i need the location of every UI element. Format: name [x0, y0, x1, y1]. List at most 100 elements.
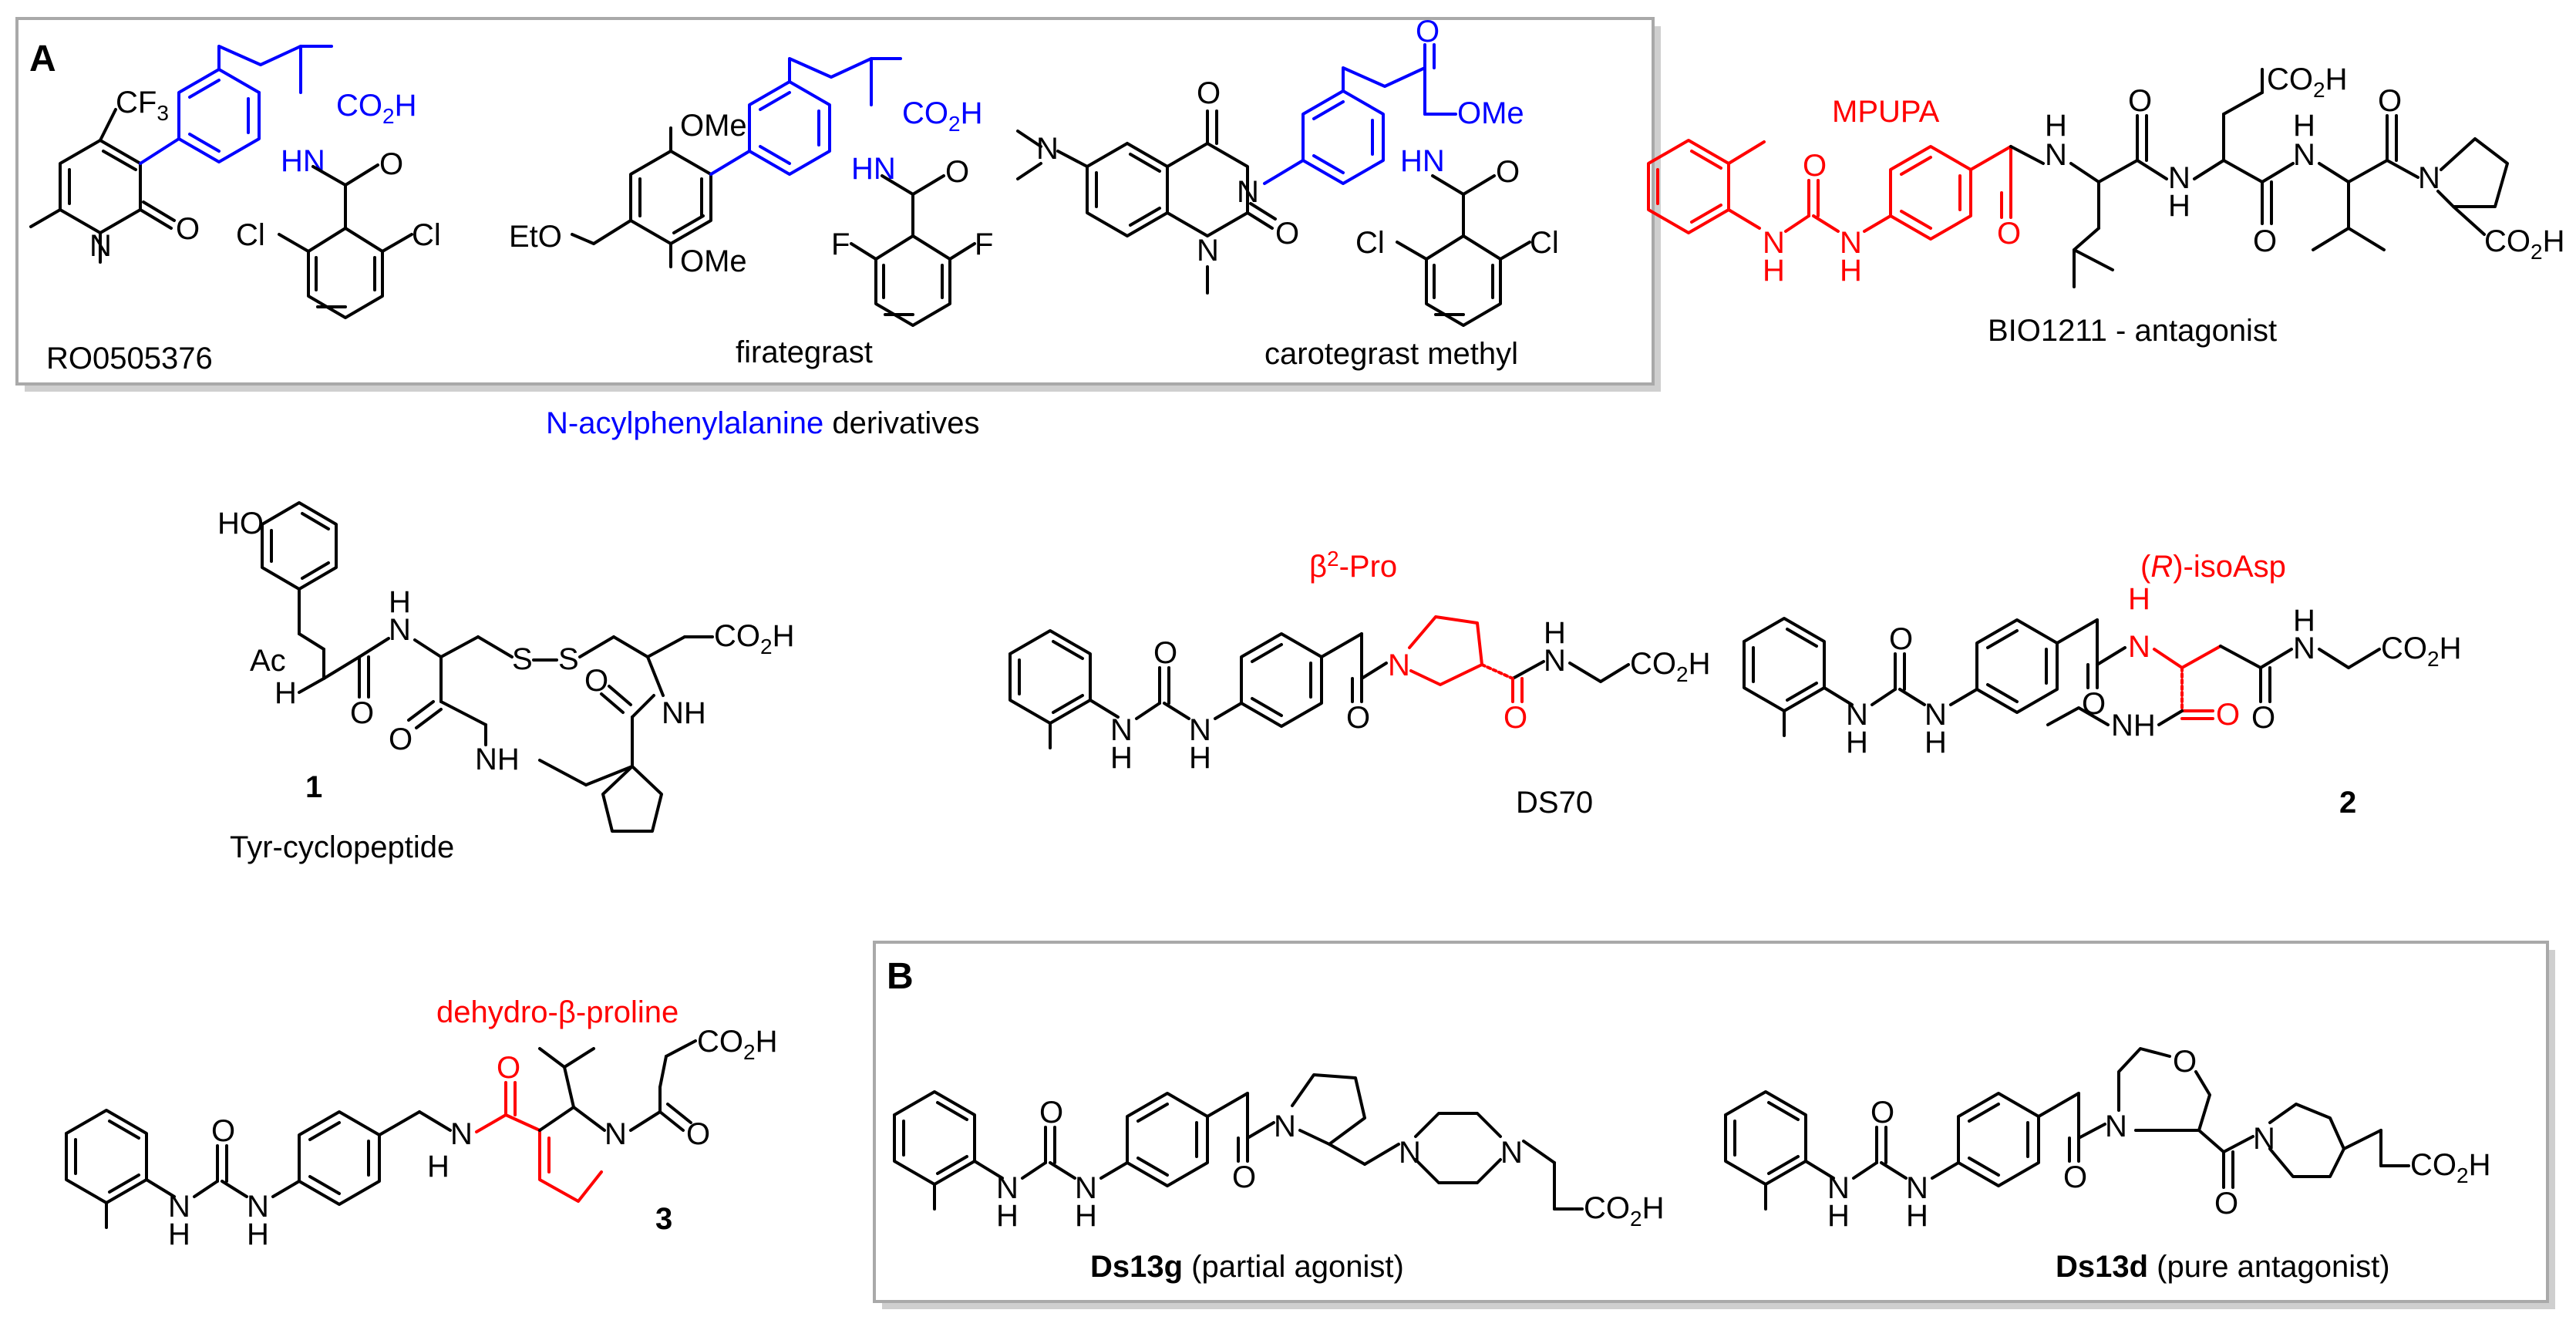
- ds70-n1: N: [1110, 713, 1133, 747]
- m3-h2: H: [247, 1217, 269, 1251]
- m1-h1: H: [389, 585, 411, 619]
- ds13g-n1: N: [996, 1171, 1019, 1205]
- m2-gly-n: N: [2293, 631, 2315, 665]
- carotegrast-name: carotegrast methyl: [1264, 337, 1518, 371]
- o-label: O: [176, 212, 200, 246]
- caro-o-urea: O: [1275, 217, 1299, 251]
- bio-val-h: H: [2293, 109, 2315, 143]
- m3-nh-h: H: [427, 1150, 450, 1184]
- ds13g-n2: N: [1075, 1171, 1097, 1205]
- bio-asp-co2h: CO2H: [2267, 62, 2347, 102]
- fira-amide-o: O: [945, 155, 969, 189]
- ds70-pro-o: O: [1504, 701, 1527, 735]
- m2-h2: H: [1924, 726, 1947, 759]
- cl-right-label: Cl: [412, 218, 441, 252]
- ds13g-pip-n2: N: [1500, 1136, 1523, 1170]
- m1-nh2: NH: [662, 696, 706, 730]
- fira-co2h-label: CO2H: [902, 96, 982, 136]
- bio-nh1-n: N: [1763, 226, 1785, 260]
- m3-c-o: O: [497, 1051, 520, 1085]
- m3-pro-n: N: [604, 1117, 627, 1151]
- bio-leu-h: H: [2045, 109, 2067, 143]
- co2h-label: CO2H: [336, 89, 416, 128]
- ds13d-urea-o: O: [1871, 1096, 1894, 1130]
- amide-o-label: O: [379, 147, 403, 181]
- bio1211-name: BIO1211 - antagonist: [1988, 314, 2277, 348]
- ro0505376-name: RO0505376: [46, 342, 213, 375]
- bio-val-n: N: [2293, 138, 2315, 172]
- m2-number: 2: [2339, 786, 2356, 820]
- ds70-tag: β2-Pro: [1309, 547, 1397, 584]
- mpupa-tag: MPUPA: [1832, 95, 1940, 129]
- molecule-ds13g: N H O N H O N N N CO2H Ds13g (partial ag…: [893, 1073, 1664, 1284]
- m1-o2: O: [389, 722, 412, 756]
- m2-nh: NH: [2111, 709, 2156, 742]
- ds70-gly-h: H: [1544, 616, 1566, 650]
- m1-name: Tyr-cyclopeptide: [230, 830, 454, 864]
- molecule-3-dehydro-beta-proline: dehydro-β-proline N H O N H N H O N: [65, 995, 777, 1251]
- f-left-label: F: [831, 227, 850, 261]
- ds13g-urea-o: O: [1039, 1096, 1063, 1130]
- caro-n-bottom: N: [1197, 234, 1219, 268]
- bio-asp-h: H: [2168, 189, 2190, 223]
- m2-tag: (R)-isoAsp: [2140, 550, 2286, 584]
- ds13g-name: Ds13g (partial agonist): [1090, 1250, 1404, 1284]
- m3-tag: dehydro-β-proline: [436, 995, 679, 1029]
- caro-ome: OMe: [1457, 96, 1524, 130]
- ds13d-h1: H: [1827, 1199, 1850, 1233]
- hn-label: HN: [281, 144, 325, 178]
- ds13d-co2h: CO2H: [2410, 1148, 2490, 1187]
- ds13d-morph-o: O: [2173, 1045, 2197, 1079]
- f-right-label: F: [975, 227, 993, 261]
- ds70-n2: N: [1189, 713, 1211, 747]
- ds13d-acyl-o: O: [2063, 1160, 2087, 1194]
- m3-n2: N: [247, 1190, 269, 1224]
- bio-pro-co2h: CO2H: [2484, 224, 2564, 264]
- m1-o3: O: [584, 664, 608, 698]
- molecule-ro0505376: CF3 N O CO2H HN O Cl Cl RO0505376: [29, 45, 441, 375]
- bio-leu-n: N: [2045, 138, 2067, 172]
- caro-cl-left: Cl: [1355, 226, 1385, 260]
- bio-nh2-n: N: [1840, 226, 1862, 260]
- caro-n-ring: N: [1237, 175, 1259, 209]
- panel-b-letter: B: [887, 956, 914, 997]
- bio-nh1-h: H: [1763, 254, 1785, 288]
- m3-co2h: CO2H: [697, 1025, 777, 1064]
- m1-ac: Ac: [250, 644, 286, 678]
- m1-n1: N: [389, 613, 411, 647]
- m1-nh-h: H: [274, 676, 297, 710]
- bio-urea-o: O: [1803, 149, 1827, 183]
- molecule-1-tyr-cyclopeptide: HO Ac H O N H S S CO2H NH O: [217, 501, 794, 864]
- ds13g-pro-n: N: [1274, 1110, 1296, 1143]
- ds13g-h2: H: [1075, 1199, 1097, 1233]
- firategrast-name: firategrast: [736, 335, 873, 369]
- m1-ho: HO: [217, 507, 264, 540]
- m1-nh3: NH: [475, 742, 520, 776]
- ds13d-n2: N: [1906, 1171, 1928, 1205]
- m1-s2: S: [558, 642, 579, 676]
- eto-label: EtO: [509, 220, 562, 254]
- m2-urea-o: O: [1889, 622, 1913, 656]
- cf3-label: CF3: [116, 86, 169, 125]
- bio-val-o: O: [2378, 84, 2402, 118]
- caro-hn: HN: [1400, 144, 1445, 178]
- m2-isoasp-n: N: [2128, 630, 2150, 664]
- bio-nh2-h: H: [1840, 254, 1862, 288]
- molecule-2-isoasp: (R)-isoAsp N H O N H O N H O N: [1743, 550, 2461, 820]
- caro-o-top: O: [1197, 76, 1221, 110]
- m3-h1: H: [168, 1217, 190, 1251]
- ome-bottom-label: OMe: [680, 244, 747, 278]
- m1-s1: S: [512, 642, 533, 676]
- ds70-co2h: CO2H: [1630, 647, 1710, 686]
- ds13g-acyl-o: O: [1232, 1160, 1256, 1194]
- n-label: N: [89, 229, 112, 263]
- m2-gly-h: H: [2293, 604, 2315, 638]
- molecule-firategrast: OMe OMe EtO CO2H HN O F F firategrast: [509, 57, 993, 369]
- molecule-bio1211: MPUPA N H O N H O N H O: [1647, 62, 2564, 348]
- m2-n2: N: [1924, 698, 1947, 732]
- ome-top-label: OMe: [680, 109, 747, 143]
- bio-asp-n: N: [2168, 161, 2190, 195]
- m1-o1: O: [350, 696, 374, 730]
- caro-nme2: N: [1036, 132, 1059, 166]
- m2-co2h: CO2H: [2381, 631, 2461, 671]
